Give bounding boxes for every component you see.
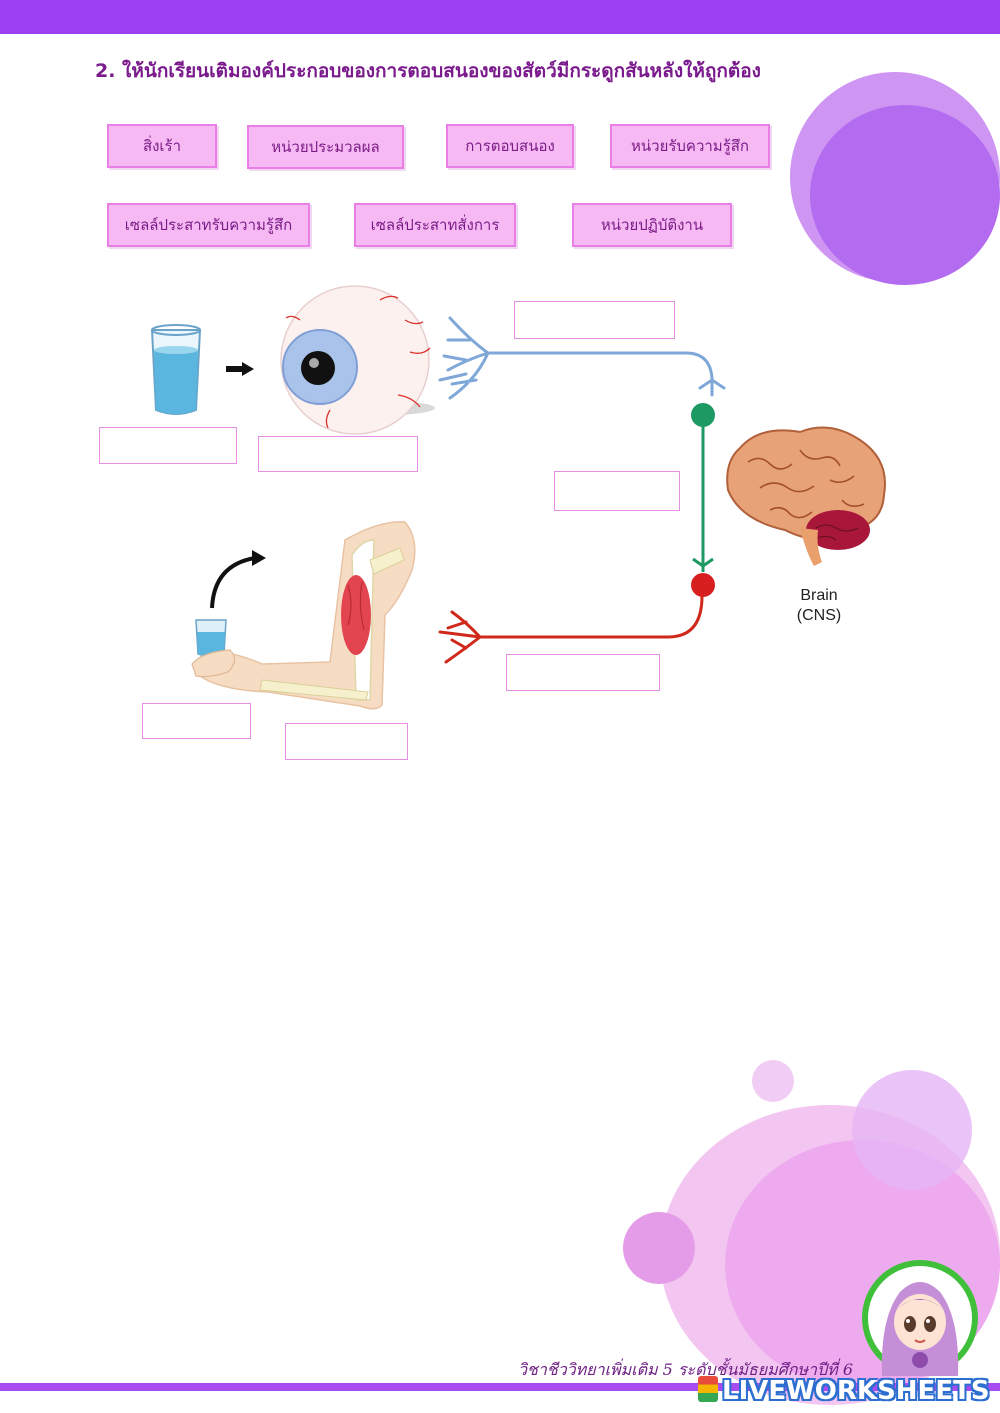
arrow-right-icon [226,362,254,376]
arm-muscle-icon [191,521,416,710]
brain-caption-line2: (CNS) [796,607,842,624]
question-title: 2. ให้นักเรียนเติมองค์ประกอบของการตอบสนอ… [95,60,761,82]
answer-box-motor-neuron[interactable] [506,654,660,691]
answer-box-processing[interactable] [554,471,680,511]
liveworksheets-wordmark: LIVEWORKSHEETS [722,1376,990,1406]
footer-course-text: วิชาชีววิทยาเพิ่มเติม 5 ระดับชั้นมัธยมศึ… [518,1360,853,1379]
word-card-processing-unit[interactable]: หน่วยประมวลผล [247,125,404,169]
word-card-effector[interactable]: หน่วยปฏิบัติงาน [572,203,732,247]
liveworksheets-badge-icon [698,1376,718,1402]
teacher-avatar [862,1260,978,1376]
top-banner [0,0,1000,34]
motor-neuron-icon [438,594,704,664]
answer-box-effector[interactable] [285,723,408,760]
deco-circle [623,1212,695,1284]
word-card-receptor[interactable]: หน่วยรับความรู้สึก [610,124,770,168]
answer-box-receptor[interactable] [258,436,418,472]
deco-circle [752,1060,794,1102]
reflex-diagram [150,285,886,710]
liveworksheets-logo: LIVEWORKSHEETS [698,1376,990,1406]
eyeball-icon [280,285,435,435]
synapse-dot-icon [691,573,715,597]
answer-box-response[interactable] [142,703,251,739]
word-card-motor-neuron[interactable]: เซลล์ประสาทสั่งการ [354,203,516,247]
curved-arrow-icon [210,556,256,609]
sensory-neuron-icon [438,316,726,400]
deco-circle [852,1070,972,1190]
deco-circle [810,105,1000,285]
word-card-stimulus[interactable]: สิ่งเร้า [107,124,217,168]
answer-box-receptor-neuron[interactable] [514,301,675,339]
answer-box-stimulus[interactable] [99,427,237,464]
brain-caption-line1: Brain [800,587,838,604]
word-card-response[interactable]: การตอบสนอง [446,124,574,168]
curved-arrow-head-icon [252,550,266,566]
interneuron-icon [691,403,715,572]
brain-icon [726,426,886,566]
water-glass-icon [150,324,202,415]
bottom-banner [0,1383,1000,1391]
brain-caption: Brain (CNS) [782,586,856,626]
word-card-sensory-neuron[interactable]: เซลล์ประสาทรับความรู้สึก [107,203,310,247]
